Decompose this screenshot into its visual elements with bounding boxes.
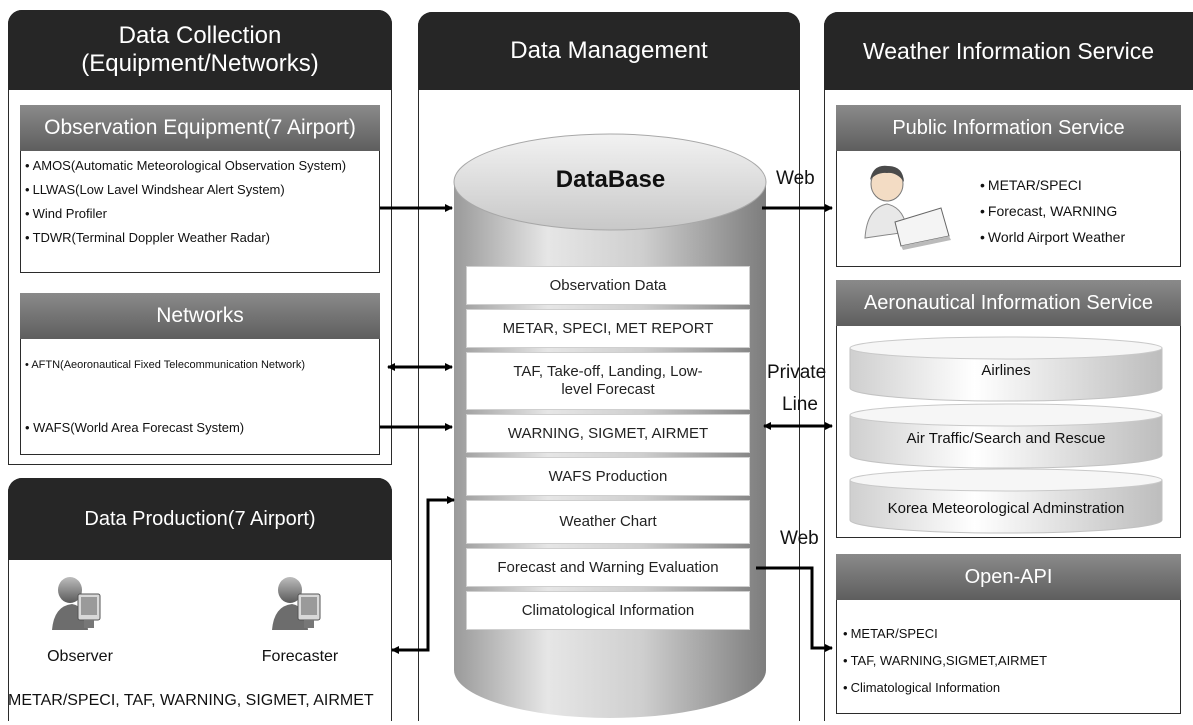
db-row-taf: TAF, Take-off, Landing, Low-level Foreca… [466,352,750,410]
db-row-climatological: Climatological Information [466,591,750,630]
private-line-label-2: Line [782,394,818,415]
observation-equipment-list: AMOS(Automatic Meteorological Observatio… [25,154,380,250]
forecaster-avatar-icon [268,572,326,634]
db-row-weather-chart: Weather Chart [466,500,750,544]
db-row-taf-text: TAF, Take-off, Landing, Low-level Foreca… [513,363,703,398]
network-label: AFTN(Aeoronautical Fixed Telecommunicati… [31,359,305,371]
open-api-title: Open-API [836,554,1181,600]
network-item-aftn: • AFTN(Aeoronautical Fixed Telecommunica… [25,359,305,371]
networks-title: Networks [20,293,380,339]
db-row-observation-data: Observation Data [466,266,750,305]
aero-item-kma: Korea Meteorological Adminstration [887,499,1125,517]
observer-avatar-icon [48,572,106,634]
open-api-list: METAR/SPECI TAF, WARNING,SIGMET,AIRMET C… [843,620,1173,701]
aero-info-title: Aeronautical Information Service [836,280,1181,326]
db-row-warning: WARNING, SIGMET, AIRMET [466,414,750,453]
list-item: TDWR(Terminal Doppler Weather Radar) [25,226,380,250]
db-row-evaluation: Forecast and Warning Evaluation [466,548,750,587]
arrow-production-db [391,496,455,654]
db-row-wafs: WAFS Production [466,457,750,496]
observer-label: Observer [47,648,113,665]
list-item: AMOS(Automatic Meteorological Observatio… [25,154,380,178]
network-item-wafs: • WAFS(World Area Forecast System) [25,420,245,435]
data-management-header: Data Management [418,12,800,90]
list-item: LLWAS(Low Lavel Windshear Alert System) [25,178,380,202]
weather-service-header: Weather Information Service [824,12,1193,90]
arrow-db-to-openapi [756,566,833,652]
database-title: DataBase [555,166,666,193]
observation-equipment-title: Observation Equipment(7 Airport) [20,105,380,151]
network-label: WAFS(World Area Forecast System) [33,420,245,435]
list-item: METAR/SPECI [980,172,1180,198]
aero-disc-airlines-icon [848,336,1164,404]
data-collection-title-line2: (Equipment/Networks) [81,50,319,77]
web-label-top: Web [776,168,815,189]
db-row-metar-speci: METAR, SPECI, MET REPORT [466,309,750,348]
production-outputs-text: METAR/SPECI, TAF, WARNING, SIGMET, AIRME… [8,692,374,709]
person-laptop-icon [855,160,955,250]
list-item: METAR/SPECI [843,620,1173,647]
list-item: Climatological Information [843,674,1173,701]
public-info-list: METAR/SPECI Forecast, WARNING World Airp… [980,172,1180,250]
aero-disc-kma-icon [848,468,1164,536]
private-line-label-1: Private [767,362,827,383]
public-info-title: Public Information Service [836,105,1181,151]
web-label-bottom: Web [780,528,819,549]
aero-item-airlines: Airlines [981,361,1031,379]
list-item: Wind Profiler [25,202,380,226]
data-collection-header: Data Collection (Equipment/Networks) [8,10,392,90]
data-collection-title-line1: Data Collection [118,22,282,50]
list-item: TAF, WARNING,SIGMET,AIRMET [843,647,1173,674]
data-production-header: Data Production(7 Airport) [8,478,392,560]
aero-item-atc: Air Traffic/Search and Rescue [906,429,1106,447]
aero-disc-atc-icon [848,403,1164,471]
list-item: World Airport Weather [980,224,1180,250]
list-item: Forecast, WARNING [980,198,1180,224]
forecaster-label: Forecaster [261,648,339,665]
